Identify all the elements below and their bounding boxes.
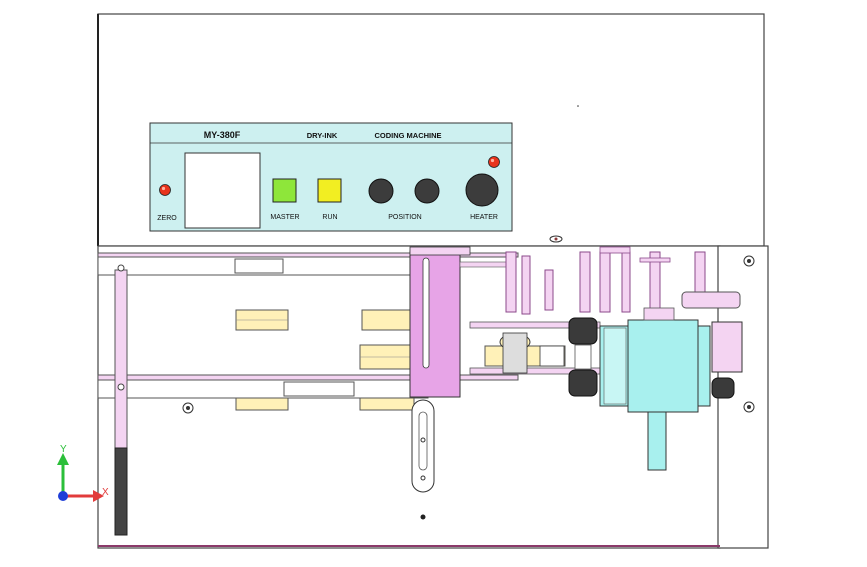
belt-upper — [469, 321, 601, 329]
position-knob-left[interactable] — [368, 178, 394, 204]
position-knob-right[interactable] — [414, 178, 440, 204]
guide-rails — [97, 252, 519, 399]
display-screen — [184, 152, 261, 229]
panel-machine-name-text: CODING MACHINE — [374, 131, 441, 140]
heater-label: HEATER — [470, 214, 498, 221]
lever-arm — [411, 399, 435, 493]
ink-rollers — [568, 317, 598, 397]
master-button[interactable] — [272, 178, 297, 203]
coordinate-axes: Y X — [57, 444, 109, 502]
run-label: RUN — [322, 214, 337, 221]
stepper-motor — [599, 307, 711, 471]
zero-indicator-light — [159, 184, 171, 196]
right-drum — [681, 291, 743, 399]
run-button[interactable] — [317, 178, 342, 203]
control-panel: MY-380F DRY-INK CODING MACHINE ZERO MAST… — [149, 122, 513, 232]
x-axis-label: X — [102, 487, 109, 498]
heater-indicator-light — [488, 156, 500, 168]
pink-rods — [505, 251, 706, 315]
y-axis-label: Y — [60, 444, 67, 455]
pulley-assembly — [484, 332, 566, 374]
panel-model-text: MY-380F — [204, 130, 241, 140]
master-label: MASTER — [270, 214, 299, 221]
heater-knob[interactable] — [465, 173, 499, 207]
z-axis-dot — [58, 491, 68, 501]
zero-label: ZERO — [157, 215, 177, 222]
panel-ink-type-text: DRY-INK — [307, 131, 338, 140]
slider-block — [409, 246, 509, 398]
position-label: POSITION — [388, 214, 421, 221]
